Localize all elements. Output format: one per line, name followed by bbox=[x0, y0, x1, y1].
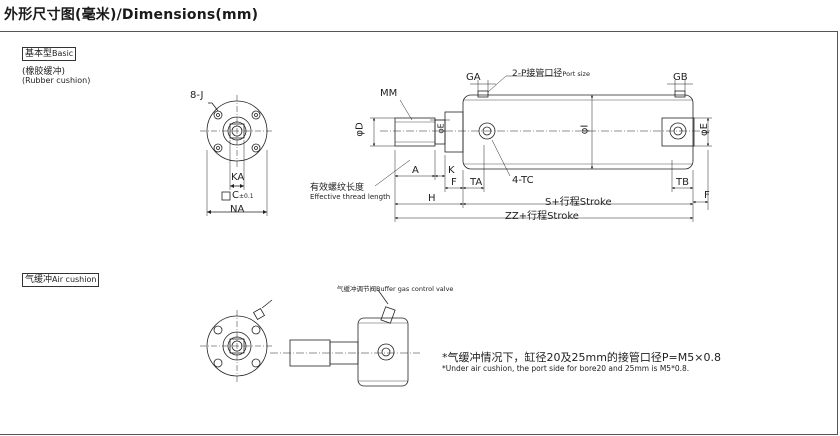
valve-label-en: Buffer gas control valve bbox=[376, 285, 454, 293]
air-type-tag: 气缓冲Air cushion bbox=[22, 273, 100, 287]
label-na: NA bbox=[230, 204, 245, 215]
air-type-en: Air cushion bbox=[52, 275, 97, 284]
label-port: 2-P接管口径Port size bbox=[512, 66, 590, 79]
air-side-view bbox=[270, 289, 420, 387]
air-end-view bbox=[200, 299, 274, 382]
label-thread-zh: 有效螺纹长度 bbox=[310, 183, 365, 193]
label-tb: TB bbox=[676, 177, 689, 188]
label-i: φI bbox=[579, 124, 591, 135]
label-f-rear: F bbox=[704, 190, 710, 201]
page-title: 外形尺寸图(毫米)/Dimensions(mm) bbox=[4, 7, 259, 23]
label-c: C±0.1 bbox=[232, 190, 254, 201]
label-ta: TA bbox=[470, 177, 483, 188]
basic-end-view bbox=[200, 95, 274, 216]
label-gb: GB bbox=[673, 72, 688, 83]
valve-label-zh: 气缓冲调节阀 bbox=[337, 285, 376, 293]
basic-type-tag: 基本型Basic bbox=[22, 47, 77, 61]
label-h: H bbox=[428, 193, 436, 204]
drawing-frame bbox=[0, 31, 838, 435]
label-port-en: Port size bbox=[562, 70, 590, 78]
label-f-front: F bbox=[451, 177, 457, 188]
label-c-text: C bbox=[232, 190, 239, 201]
label-d: φD bbox=[354, 122, 366, 137]
label-port-zh: 2-P接管口径 bbox=[512, 69, 563, 79]
label-ga: GA bbox=[466, 72, 481, 83]
label-e-front: φE bbox=[436, 123, 446, 134]
basic-dimensions bbox=[370, 75, 712, 222]
note-zh: *气缓冲情况下，缸径20及25mm的接管口径P=M5×0.8 bbox=[442, 351, 721, 364]
basic-cushion-zh: (橡胶缓冲) bbox=[22, 67, 66, 77]
label-e: φE bbox=[698, 123, 710, 136]
valve-label: 气缓冲调节阀Buffer gas control valve bbox=[337, 283, 453, 293]
basic-type-en: Basic bbox=[52, 49, 74, 58]
label-zz: ZZ+行程Stroke bbox=[505, 211, 579, 222]
label-a: A bbox=[412, 165, 419, 176]
note-en: *Under air cushion, the port side for bo… bbox=[442, 364, 690, 373]
basic-type-zh: 基本型 bbox=[25, 49, 53, 59]
label-c-tol: ±0.1 bbox=[238, 193, 254, 200]
label-ka: KA bbox=[231, 172, 245, 183]
label-mm: MM bbox=[380, 88, 398, 99]
label-thread-en: Effective thread length bbox=[310, 193, 391, 201]
label-tc: 4-TC bbox=[512, 175, 534, 186]
basic-side-view bbox=[380, 90, 710, 170]
basic-cushion-en: (Rubber cushion) bbox=[22, 76, 91, 85]
label-s: S+行程Stroke bbox=[545, 197, 612, 208]
label-j: 8-J bbox=[190, 90, 204, 101]
air-type-zh: 气缓冲 bbox=[25, 275, 53, 285]
label-k: K bbox=[448, 165, 455, 176]
